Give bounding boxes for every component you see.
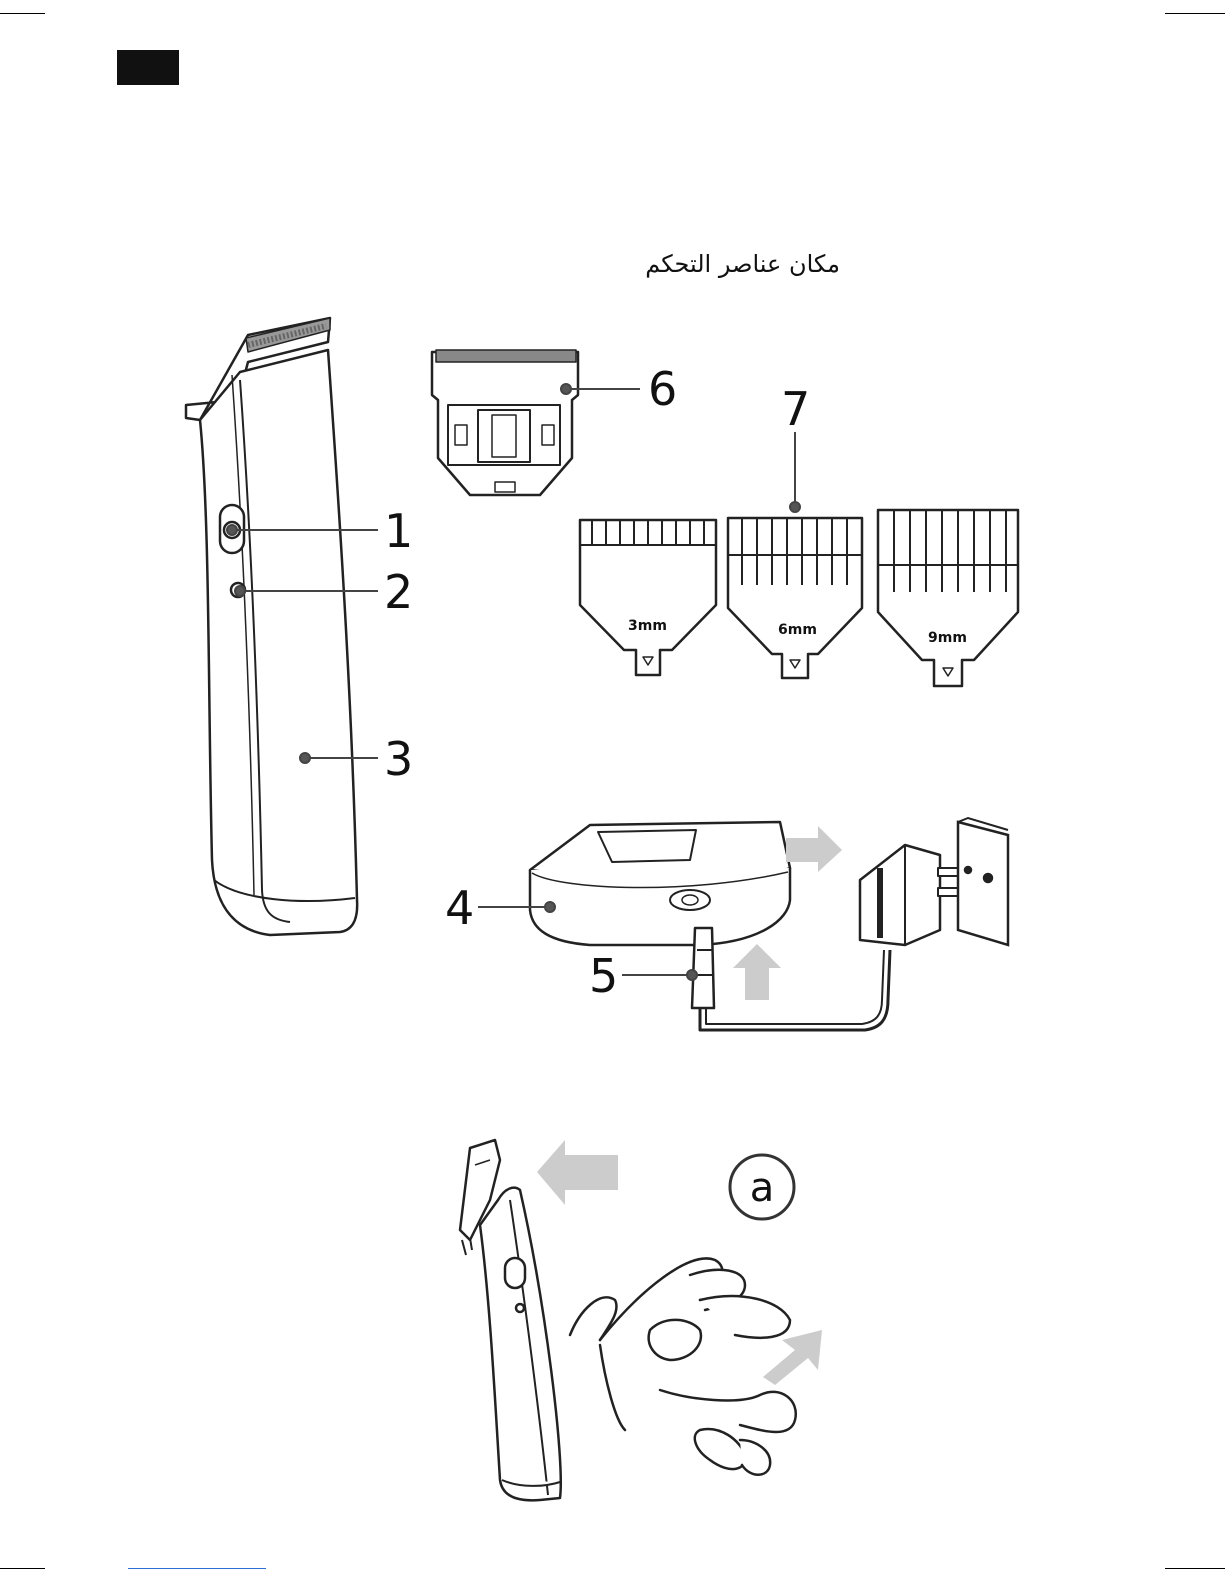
trimmer-side-icon <box>460 1140 561 1500</box>
callout-5: 5 <box>589 953 618 999</box>
step-letter: a <box>750 1165 775 1211</box>
hand-icon <box>570 1258 796 1474</box>
wall-socket-icon <box>958 818 1008 945</box>
callout-leader-7 <box>790 432 800 512</box>
callout-7: 7 <box>781 386 810 432</box>
comb-label-6mm: 6mm <box>778 622 817 638</box>
charging-base-icon <box>530 822 790 945</box>
callout-4: 4 <box>445 885 474 931</box>
callout-3: 3 <box>384 736 413 782</box>
trimmer-body-icon <box>186 318 357 935</box>
callout-6: 6 <box>648 366 677 412</box>
callout-2: 2 <box>384 569 413 615</box>
comb-icon <box>580 510 1018 686</box>
comb-label-9mm: 9mm <box>928 630 967 646</box>
comb-label-3mm: 3mm <box>628 618 667 634</box>
blade-head-icon <box>432 350 578 495</box>
callout-leader-5 <box>622 970 697 980</box>
callout-1: 1 <box>384 508 413 554</box>
